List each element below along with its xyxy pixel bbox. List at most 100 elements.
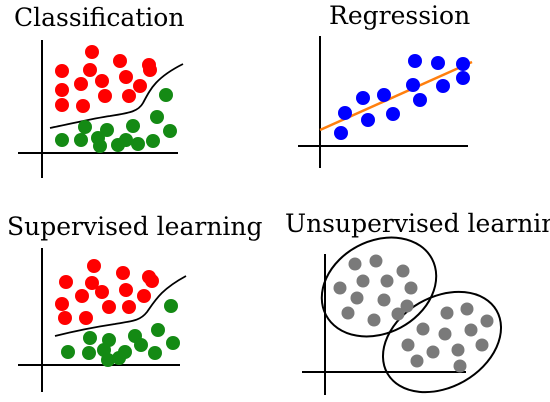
regression-title: Regression [329, 1, 471, 30]
cluster-1-point [356, 274, 370, 288]
classification-axes [18, 40, 178, 178]
class-a-point [137, 289, 151, 303]
cluster-2-point [453, 359, 467, 373]
cluster-2-point [426, 345, 440, 359]
class-a-point [55, 83, 69, 97]
cluster-1-point [380, 274, 394, 288]
regression-point [377, 88, 391, 102]
regression-point [356, 91, 370, 105]
regression-point [408, 54, 422, 68]
cluster-2-point [451, 343, 465, 357]
regression-point [456, 57, 470, 71]
class-b-point [101, 353, 115, 367]
class-a-point [95, 285, 109, 299]
cluster-1-point [377, 293, 391, 307]
cluster-1-points [333, 254, 418, 327]
cluster-1-point [400, 299, 414, 313]
regression-point [386, 107, 400, 121]
class-a-point [79, 311, 93, 325]
class-b-points [61, 299, 180, 367]
class-a-point [59, 275, 73, 289]
regression-point [436, 79, 450, 93]
supervised-axes [18, 248, 180, 392]
cluster-2-point [438, 327, 452, 341]
cluster-2-point [480, 314, 494, 328]
unsupervised-axes [302, 254, 466, 395]
class-b-point [148, 346, 162, 360]
class-b-point [55, 133, 69, 147]
class-b-point [164, 299, 178, 313]
regression-points [334, 54, 470, 140]
cluster-2-points [401, 302, 494, 373]
class-b-point [126, 119, 140, 133]
class-b-point [74, 133, 88, 147]
class-b-point [159, 88, 173, 102]
cluster-1-boundary [320, 236, 438, 338]
class-b-point [151, 323, 165, 337]
class-b-point [100, 123, 114, 137]
class-a-point [98, 89, 112, 103]
class-a-point [119, 70, 133, 84]
class-a-points [55, 259, 159, 325]
unsupervised-panel [302, 236, 503, 395]
regression-point [456, 71, 470, 85]
class-b-point [131, 137, 145, 151]
class-b-points [55, 88, 177, 153]
regression-point [413, 93, 427, 107]
classification-panel [18, 40, 184, 178]
class-b-point [166, 336, 180, 350]
cluster-1-point [404, 281, 418, 295]
class-a-point [119, 283, 133, 297]
class-a-point [133, 79, 147, 93]
class-a-point [55, 98, 69, 112]
unsupervised-learning-title: Unsupervised learning [285, 209, 550, 238]
class-b-point [134, 338, 148, 352]
class-a-point [102, 300, 116, 314]
class-a-point [143, 63, 157, 77]
class-a-points [55, 45, 157, 113]
supervised-panel [18, 248, 187, 392]
cluster-2-point [440, 306, 454, 320]
class-b-point [163, 124, 177, 138]
cluster-1-point [396, 264, 410, 278]
class-a-point [83, 63, 97, 77]
regression-point [361, 113, 375, 127]
cluster-2-point [460, 302, 474, 316]
cluster-2-point [401, 338, 415, 352]
cluster-1-point [341, 306, 355, 320]
regression-point [334, 126, 348, 140]
class-a-point [122, 89, 136, 103]
cluster-1-point [391, 307, 405, 321]
regression-point [431, 56, 445, 70]
class-b-point [83, 331, 97, 345]
supervised-learning-title: Supervised learning [7, 212, 263, 241]
class-a-point [113, 54, 127, 68]
class-a-point [95, 74, 109, 88]
class-b-point [82, 346, 96, 360]
class-a-point [74, 77, 88, 91]
cluster-2-point [416, 322, 430, 336]
cluster-2-point [410, 354, 424, 368]
decision-boundary [54, 275, 187, 337]
class-b-point [146, 134, 160, 148]
class-a-point [55, 297, 69, 311]
classification-title: Classification [14, 3, 185, 32]
class-b-point [111, 138, 125, 152]
class-b-point [112, 351, 126, 365]
regression-axes [298, 36, 468, 168]
cluster-2-point [464, 323, 478, 337]
class-b-point [150, 110, 164, 124]
cluster-1-point [348, 257, 362, 271]
regression-point [406, 78, 420, 92]
class-a-point [85, 45, 99, 59]
class-a-point [122, 300, 136, 314]
class-b-point [93, 139, 107, 153]
cluster-2-point [475, 338, 489, 352]
class-a-point [116, 266, 130, 280]
cluster-1-point [333, 281, 347, 295]
class-a-point [55, 64, 69, 78]
cluster-1-point [367, 313, 381, 327]
class-a-point [145, 274, 159, 288]
class-a-point [87, 259, 101, 273]
regression-point [338, 106, 352, 120]
